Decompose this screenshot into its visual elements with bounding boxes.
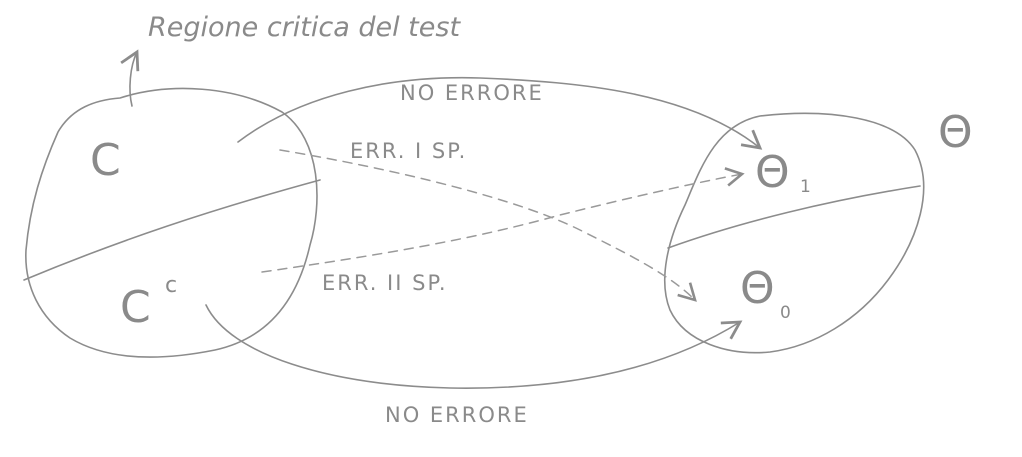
label-error-type-1: ERR. I SP. (350, 139, 467, 163)
label-no-error-bottom: NO ERRORE (385, 403, 529, 427)
arrow-error-type-1 (279, 149, 697, 302)
sample-space-divider (23, 179, 321, 281)
arrow-no-error-top (237, 76, 763, 150)
theta1-label: Θ (755, 147, 790, 198)
arrow-no-error-bottom (205, 304, 743, 389)
label-error-type-2: ERR. II SP. (322, 271, 448, 295)
region-c-complement-sup: c (165, 273, 177, 298)
region-c-complement-label: C (120, 282, 151, 333)
parameter-space-blob (663, 112, 925, 354)
annotation-pointer (120, 49, 140, 107)
region-c-label: C (90, 135, 121, 186)
theta0-subscript: 0 (780, 303, 791, 323)
parameter-space-symbol: Θ (938, 107, 973, 158)
theta1-subscript: 1 (800, 177, 811, 197)
sample-space-blob (25, 87, 318, 358)
critical-region-annotation: Regione critica del test (148, 12, 461, 43)
label-no-error-top: NO ERRORE (400, 81, 544, 105)
theta0-label: Θ (740, 263, 775, 314)
arrow-error-type-2 (261, 167, 745, 273)
parameter-space-divider (667, 185, 921, 249)
